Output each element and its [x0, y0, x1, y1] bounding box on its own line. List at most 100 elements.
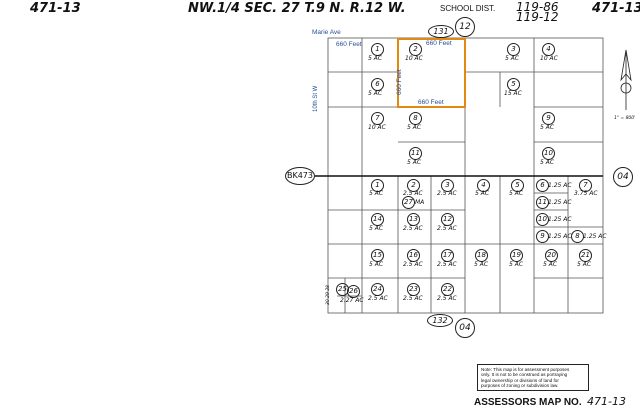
street-marie-ave: Marie Ave — [312, 29, 341, 36]
parcel-number: 6 — [536, 179, 549, 192]
ref-oval-top: 131 — [428, 25, 454, 38]
map-title: NW.1/4 SEC. 27 T.9 N. R.12 W. — [188, 1, 406, 16]
school-district-1: 119-86 — [516, 0, 559, 14]
parcel-number: 12 — [441, 213, 454, 226]
school-district-label: SCHOOL DIST. — [440, 4, 496, 13]
parcel-acres: 5 AC — [474, 261, 489, 268]
disclaimer-note: Note: This map is for assessment purpose… — [477, 364, 589, 392]
parcel-acres: 1.25 AC — [548, 216, 572, 223]
parcel-number: 10 — [542, 147, 555, 160]
parcel-acres: 2.5 AC — [403, 190, 423, 197]
parcel-number: 5 — [507, 78, 520, 91]
parcel-acres: 1.25 AC — [548, 233, 572, 240]
parcel-acres: 10 AC — [405, 55, 423, 62]
parcel-number: 20 — [545, 249, 558, 262]
parcel-acres: 10 AC — [540, 55, 558, 62]
parcel-acres: 5 AC — [577, 261, 592, 268]
parcel-number: 7 — [579, 179, 592, 192]
parcel-number: 6 — [371, 78, 384, 91]
parcel-number: 1 — [371, 43, 384, 56]
parcel-acres: 2.5 AC — [403, 295, 423, 302]
north-arrow-icon — [620, 49, 632, 110]
parcel-number: 18 — [475, 249, 488, 262]
parcel-acres: 5 AC — [540, 159, 555, 166]
parcel-acres: 1.25 AC — [548, 199, 572, 206]
parcel-acres: 5 AC — [369, 225, 384, 232]
assessors-map-number: 471-13 — [587, 395, 626, 408]
ref-circle-right: 04 — [613, 167, 633, 187]
parcel-acres: 5 AC — [505, 55, 520, 62]
parcel-number: 11 — [409, 147, 422, 160]
parcel-number: 1 — [371, 179, 384, 192]
parcel-acres: 5 AC — [368, 55, 383, 62]
parcel-number: 24 — [371, 283, 384, 296]
parcel-acres: 2.5 AC — [437, 225, 457, 232]
parcel-number: 19 — [510, 249, 523, 262]
parcel-number: 9 — [542, 112, 555, 125]
parcel-acres: 15 AC — [504, 90, 522, 97]
parcel-number: 3 — [507, 43, 520, 56]
highlighted-parcel-outline — [397, 38, 466, 108]
parcel-number: 14 — [371, 213, 384, 226]
measure-top-right: 660 Feet — [426, 40, 452, 47]
parcel-acres: MA — [415, 199, 425, 206]
parcel-acres: 5 AC — [368, 90, 383, 97]
parcel-acres: 10 AC — [368, 124, 386, 131]
parcel-number: 2 — [409, 43, 422, 56]
map-scale: 1" = 800' — [614, 116, 636, 121]
parcel-number: 16 — [407, 249, 420, 262]
parcel-acres: 2.5 AC — [437, 190, 457, 197]
parcel-number: 2 — [407, 179, 420, 192]
parcel-acres: 5 AC — [509, 261, 524, 268]
ref-circle-bottom: 04 — [455, 318, 475, 338]
parcel-number: 4 — [542, 43, 555, 56]
parcel-acres: 5 AC — [407, 159, 422, 166]
parcel-acres: 5 AC — [369, 190, 384, 197]
parcel-number: 8 — [571, 230, 584, 243]
measure-top-left: 660 Feet — [336, 41, 362, 48]
parcel-number: 11 — [536, 196, 549, 209]
parcel-acres: 1.25 AC — [548, 182, 572, 189]
parcel-number: 17 — [441, 249, 454, 262]
parcel-number: 22 — [441, 283, 454, 296]
parcel-acres: 2.5 AC — [403, 261, 423, 268]
parcel-acres: 5 AC — [543, 261, 558, 268]
parcel-acres: 5 AC — [475, 190, 490, 197]
measure-left-vertical: 660 Feet — [396, 69, 403, 95]
street-10th-st-w: 10th St W — [313, 85, 319, 112]
book-reference: BK473 — [285, 167, 315, 185]
parcel-number: 8 — [409, 112, 422, 125]
parcel-number: 27 — [402, 196, 415, 209]
parcel-acres: 5 AC — [407, 124, 422, 131]
parcel-number: 10 — [536, 213, 549, 226]
parcel-acres: 2.5 AC — [437, 261, 457, 268]
parcel-number: 15 — [371, 249, 384, 262]
school-district-2: 119-12 — [516, 10, 559, 24]
sub-lot-numbers: 30 29 28 — [326, 284, 331, 305]
parcel-number: 4 — [477, 179, 490, 192]
parcel-acres: 2.5 AC — [368, 295, 388, 302]
assessors-map-label: ASSESSORS MAP NO. — [474, 397, 582, 408]
parcel-acres: 5 AC — [369, 261, 384, 268]
parcel-acres: 5 AC — [509, 190, 524, 197]
parcel-acres: 2.5 AC — [437, 295, 457, 302]
page-number-right: 471-13 — [592, 1, 640, 16]
ref-circle-top: 12 — [455, 17, 475, 37]
parcel-number: 23 — [407, 283, 420, 296]
parcel-acres: 3.75 AC — [574, 190, 598, 197]
parcel-acres: 2.27 AC — [340, 297, 364, 304]
parcel-number: 26 — [347, 285, 360, 298]
parcel-acres: 1.25 AC — [583, 233, 607, 240]
ref-oval-bottom: 132 — [427, 314, 453, 327]
parcel-number: 9 — [536, 230, 549, 243]
measure-bottom: 660 Feet — [418, 99, 444, 106]
parcel-acres: 5 AC — [540, 124, 555, 131]
parcel-acres: 2.5 AC — [403, 225, 423, 232]
parcel-number: 7 — [371, 112, 384, 125]
parcel-number: 21 — [579, 249, 592, 262]
parcel-number: 5 — [511, 179, 524, 192]
parcel-number: 3 — [441, 179, 454, 192]
parcel-number: 13 — [407, 213, 420, 226]
